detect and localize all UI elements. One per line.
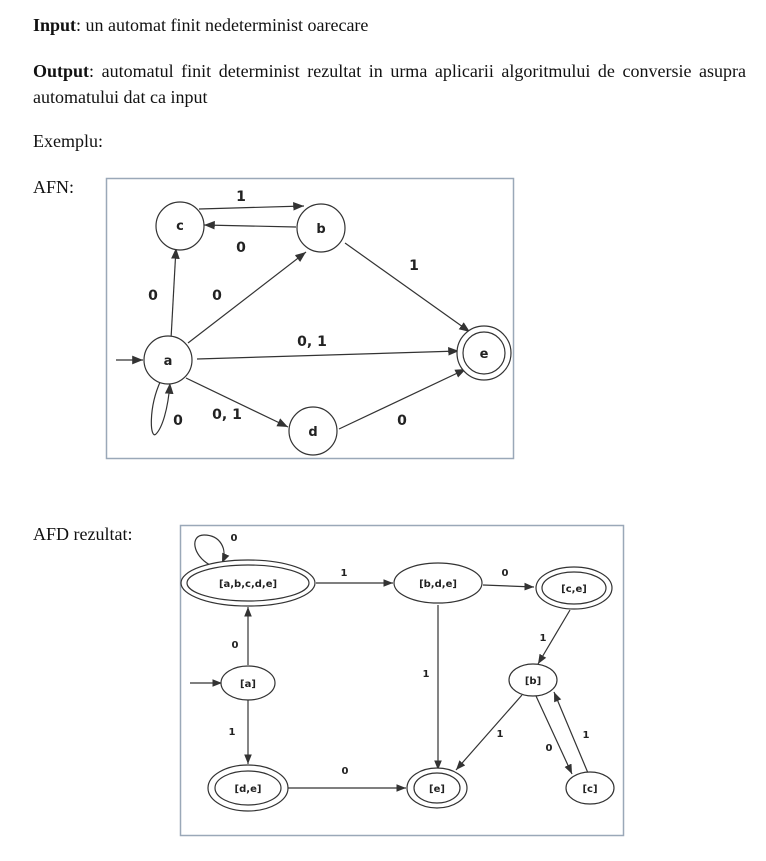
afd-state-ce-label: [c,e]	[561, 584, 587, 595]
afn-label-c-b: 1	[236, 189, 246, 205]
afn-label-a-c: 0	[148, 288, 158, 304]
afd-state-e-label: [e]	[429, 784, 445, 795]
afd-state-c-label: [c]	[582, 784, 597, 795]
afn-edge-a-loop	[150, 379, 174, 436]
afn-edge-a-d	[185, 377, 289, 428]
afn-state-a-label: a	[164, 354, 173, 369]
afn-state-e-inner	[462, 331, 506, 375]
afn-edge-d-e	[338, 368, 467, 430]
afn-edge-b-c	[203, 220, 297, 230]
afn-label-d-e: 0	[397, 413, 407, 429]
afd-label-bde-ce: 0	[502, 568, 509, 579]
afd-state-bde	[393, 562, 483, 604]
afd-label-bde-e: 1	[423, 669, 430, 680]
afn-state-d-label: d	[308, 425, 317, 440]
afd-state-abcde-inner	[186, 564, 310, 602]
afd-edge-ce-b	[537, 609, 571, 665]
afd-label-ce-b: 1	[540, 633, 547, 644]
afd-diagram: [a,b,c,d,e] [b,d,e] [c,e] [a] [b] [d,e] …	[179, 524, 625, 837]
afd-label-abcde-bde: 1	[341, 568, 348, 579]
afd-edge-b-c	[535, 695, 573, 775]
afd-state-a-label: [a]	[240, 679, 256, 690]
afn-state-c-label: c	[176, 219, 184, 234]
afn-state-b	[296, 203, 346, 253]
output-paragraph: Output: automatul finit determinist rezu…	[33, 58, 746, 110]
afd-title: AFD rezultat:	[33, 524, 133, 544]
afn-title: AFN:	[33, 177, 75, 197]
afn-state-d	[288, 406, 338, 456]
afd-state-b	[508, 663, 558, 697]
afd-state-abcde-label: [a,b,c,d,e]	[219, 579, 277, 590]
afd-state-b-label: [b]	[525, 676, 541, 687]
afn-state-e-label: e	[480, 347, 489, 362]
input-text: : un automat finit nedeterminist oarecar…	[76, 15, 369, 35]
input-line: Input: un automat finit nedeterminist oa…	[33, 12, 746, 38]
input-label: Input	[33, 15, 77, 35]
afn-state-a	[143, 335, 193, 385]
example-label: Exemplu:	[33, 131, 103, 151]
afd-label-c-b: 1	[583, 730, 590, 741]
afd-label-b-e: 1	[497, 729, 504, 740]
afd-edge-bde-ce	[482, 582, 535, 591]
afn-label-a-loop: 0	[173, 413, 183, 429]
afd-label-de-e: 0	[342, 766, 349, 777]
afn-label-a-d: 0, 1	[212, 407, 242, 423]
output-label: Output	[33, 61, 90, 81]
afn-state-c	[155, 201, 205, 251]
afn-edge-a-e	[196, 347, 460, 360]
afd-state-bde-label: [b,d,e]	[419, 579, 457, 590]
afn-label-a-b: 0	[212, 288, 222, 304]
afd-edge-c-b	[553, 691, 589, 774]
afd-label-a-abcde: 0	[232, 640, 239, 651]
afd-edge-abcde-loop	[194, 534, 230, 566]
afn-label-b-c: 0	[236, 240, 246, 256]
afd-state-e-inner	[413, 772, 461, 804]
afn-edge-a-c	[170, 247, 180, 340]
afd-edge-b-e	[455, 694, 523, 771]
afn-edge-b-e	[344, 242, 471, 333]
afd-label-b-c: 0	[546, 743, 553, 754]
afn-edge-a-b	[187, 251, 307, 344]
afd-state-de-inner	[214, 770, 282, 806]
afn-edge-c-b	[198, 201, 305, 211]
afn-label-b-e: 1	[409, 258, 419, 274]
afd-state-ce-inner	[541, 571, 607, 605]
afd-state-de-label: [d,e]	[235, 784, 262, 795]
afn-label-a-e: 0, 1	[297, 334, 327, 350]
afd-label-a-de: 1	[229, 727, 236, 738]
afd-state-a	[220, 665, 276, 701]
afd-label-abcde-loop: 0	[231, 533, 238, 544]
afd-state-c	[565, 771, 615, 805]
afn-state-b-label: b	[316, 222, 325, 237]
afn-diagram: c b a d e 1 0 0 0 1 0, 1 0, 1 0 0	[105, 177, 515, 460]
output-text: : automatul finit determinist rezultat i…	[33, 61, 746, 107]
